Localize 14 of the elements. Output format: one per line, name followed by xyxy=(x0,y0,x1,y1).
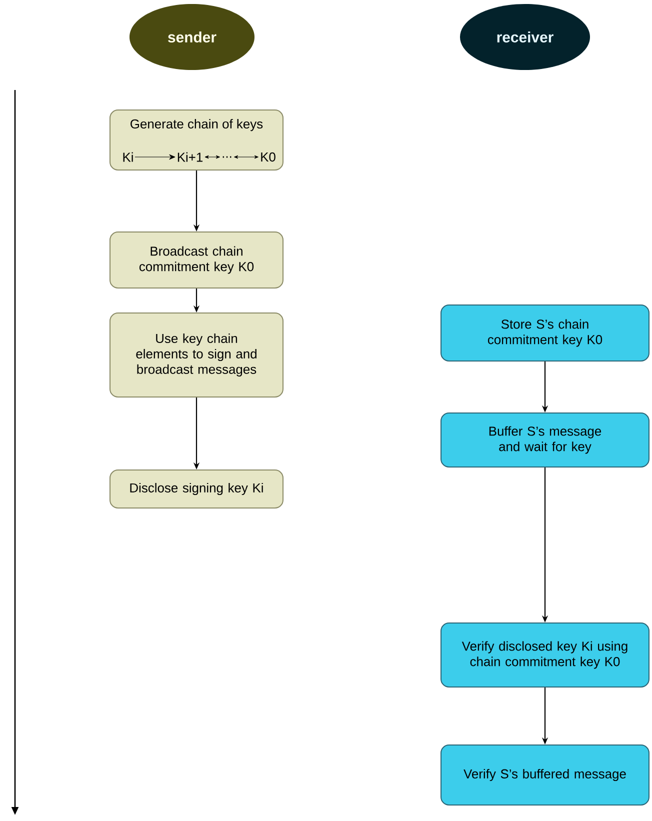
key-label: Ki xyxy=(123,152,133,162)
key-label: ... xyxy=(222,156,232,158)
process-box: Disclose signing key Ki xyxy=(110,470,284,508)
key-label: K0 xyxy=(261,152,276,162)
arrow xyxy=(234,155,258,159)
arrow xyxy=(134,154,176,160)
process-box: Broadcast chain commitment key K0 xyxy=(110,232,284,288)
process-box: Buffer S’s message and wait for key xyxy=(440,412,650,468)
key-label: Ki+1 xyxy=(178,152,203,162)
arrow xyxy=(204,155,220,159)
process-box: Store S’s chain commitment key K0 xyxy=(440,304,650,362)
process-box: Verify disclosed key Ki using chain commitment key K0 xyxy=(440,622,650,688)
process-box: Use key chain elements to sign and broadcast messages xyxy=(110,312,284,398)
process-box: Verify S’s buffered message xyxy=(440,744,650,806)
